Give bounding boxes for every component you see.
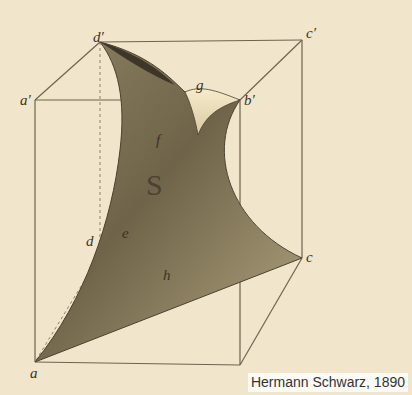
surface (35, 42, 302, 362)
vertex-label: d (86, 234, 94, 249)
surface-edge (100, 42, 175, 85)
vertex-label: c′ (306, 26, 316, 41)
caption: Hermann Schwarz, 1890 (248, 373, 408, 392)
vertex-label: a′ (20, 93, 31, 108)
vertex-label: d′ (93, 30, 104, 45)
vertex-label: a (30, 366, 38, 381)
vertex-label: c (306, 250, 313, 265)
point-label: h (163, 268, 171, 283)
point-label: f (156, 133, 160, 148)
point-label: e (122, 226, 129, 241)
vertex-label: b′ (244, 93, 255, 108)
surface-fold (185, 89, 240, 135)
surface-label: S (146, 170, 163, 200)
point-label: g (196, 78, 204, 93)
